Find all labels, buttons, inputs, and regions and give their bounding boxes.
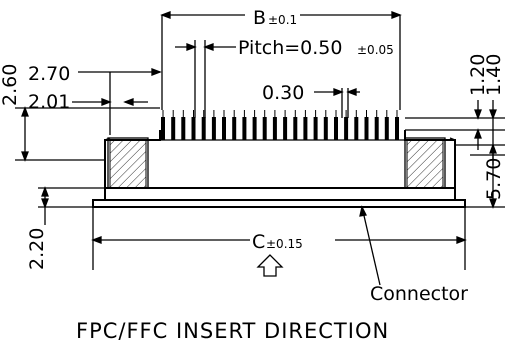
dim-b-tolerance: ±0.1	[268, 13, 297, 27]
connector-pin	[222, 117, 226, 140]
dim-pitch-label: Pitch=0.50	[238, 37, 342, 59]
dim-right-height-label: 5.70	[483, 158, 505, 200]
connector-pin	[191, 117, 196, 140]
dim-b-label: B	[253, 7, 266, 29]
connector-pin	[232, 117, 237, 140]
connector-pin	[374, 117, 379, 140]
connector-pin	[272, 117, 277, 140]
connector-pin	[313, 117, 318, 140]
connector-pin	[334, 117, 338, 140]
connector-pin	[384, 117, 389, 140]
connector-pin	[303, 117, 308, 140]
dim-left-offset-label: 2.70	[28, 63, 70, 85]
dim-right-b-label: 1.40	[483, 54, 505, 96]
connector-pin	[293, 117, 298, 140]
up-arrow-icon	[256, 254, 284, 277]
dimension-labels: B ±0.1 Pitch=0.50 ±0.05 0.30 2.60 2.70 2…	[0, 7, 505, 343]
dim-c-tolerance: ±0.15	[266, 237, 303, 251]
dimension-lines	[15, 11, 505, 286]
connector-pin	[262, 117, 267, 140]
dim-left-inner-label: 2.01	[28, 91, 70, 113]
dim-left-top-label: 2.60	[0, 64, 21, 106]
connector-pin	[181, 117, 186, 140]
connector-pin	[344, 117, 349, 140]
connector-label: Connector	[370, 283, 468, 305]
dim-pitch-tolerance: ±0.05	[357, 43, 394, 57]
connector-pin	[171, 117, 176, 140]
connector-pins	[161, 110, 399, 140]
connector-body	[92, 130, 466, 208]
connector-pin	[201, 117, 206, 140]
connector-pin	[283, 117, 288, 140]
insert-direction-caption: FPC/FFC INSERT DIRECTION	[76, 319, 389, 343]
dim-base-height-label: 2.20	[26, 228, 48, 270]
connector-pin	[242, 117, 247, 140]
dim-right-a-label: 1.20	[467, 54, 489, 96]
connector-pin	[395, 117, 399, 140]
dim-c-label: C	[252, 231, 265, 253]
connector-pin	[354, 117, 359, 140]
connector-pin	[323, 117, 328, 140]
connector-pin	[211, 117, 216, 140]
connector-pin	[252, 117, 257, 140]
connector-pin	[161, 117, 165, 140]
dim-pin-width-label: 0.30	[262, 82, 304, 104]
connector-pin	[364, 117, 369, 140]
